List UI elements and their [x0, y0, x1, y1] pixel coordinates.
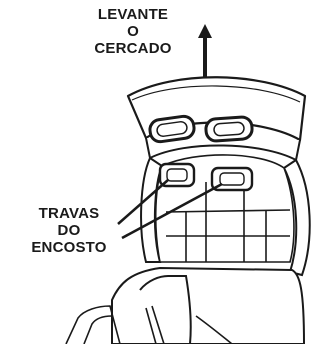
locks-label-line-3: ENCOSTO: [31, 239, 107, 256]
handle-slot-right-icon: [204, 115, 254, 143]
backrest-lock-left-icon: [158, 162, 196, 188]
handle-slot-left-icon: [148, 114, 196, 144]
harness-detail: [65, 305, 233, 344]
locks-label-line-1: TRAVAS: [38, 205, 100, 222]
seat-base: [111, 266, 306, 344]
lift-label-line-1: LEVANTE: [97, 6, 169, 23]
seat-frame: [140, 156, 311, 277]
lock-pointer-lines: [117, 179, 223, 240]
backrest-locks-label: TRAVAS DO ENCOSTO: [2, 205, 136, 256]
lift-arrow-icon: [198, 24, 212, 78]
lift-enclosure-label: LEVANTE O CERCADO: [63, 6, 203, 57]
lift-label-line-2: O: [127, 23, 139, 40]
lift-label-line-3: CERCADO: [94, 40, 172, 57]
locks-label-line-2: DO: [57, 222, 81, 239]
